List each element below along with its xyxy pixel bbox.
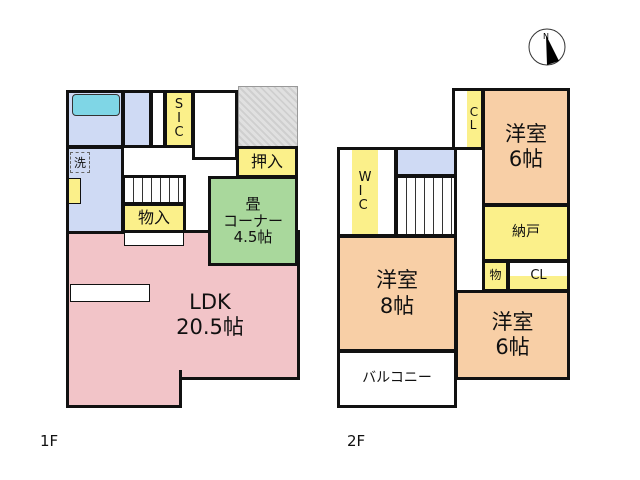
western-room-8: 洋室 8帖 xyxy=(337,235,457,352)
north-compass-icon: N xyxy=(528,28,566,66)
floor-1-label: 1F xyxy=(40,432,59,450)
compass-north-label: N xyxy=(543,32,549,41)
ldk-label: LDK 20.5帖 xyxy=(176,290,244,340)
washroom-label: 洗 xyxy=(70,152,91,173)
cl-small-closet: CL xyxy=(507,260,570,292)
cl-top-closet: C L xyxy=(467,91,481,147)
western-room-bottom: 洋室 6帖 xyxy=(455,290,570,380)
nando-storage: 納戸 xyxy=(482,204,570,262)
staircase-1f xyxy=(122,175,186,205)
toilet-2f xyxy=(395,147,457,177)
entrance-porch xyxy=(238,86,298,150)
bathtub-icon xyxy=(72,94,120,116)
floor-2-label: 2F xyxy=(347,432,366,450)
kitchen-counter xyxy=(70,284,150,302)
balcony: バルコニー xyxy=(337,350,457,408)
toilet-1f xyxy=(122,90,152,148)
tatami-corner: 畳 コーナー 4.5帖 xyxy=(208,176,298,266)
entrance-hall xyxy=(192,90,238,160)
monoire-closet: 物入 xyxy=(122,203,186,233)
western-room-top: 洋室 6帖 xyxy=(482,88,570,206)
sic-closet: S I C xyxy=(164,90,194,148)
mono-closet: 物 xyxy=(482,260,509,292)
staircase-2f xyxy=(395,175,457,237)
wash-storage xyxy=(68,178,81,204)
counter-shelf xyxy=(124,232,184,246)
oshiire-closet: 押入 xyxy=(236,146,298,178)
wic-closet: W I C xyxy=(352,150,378,234)
